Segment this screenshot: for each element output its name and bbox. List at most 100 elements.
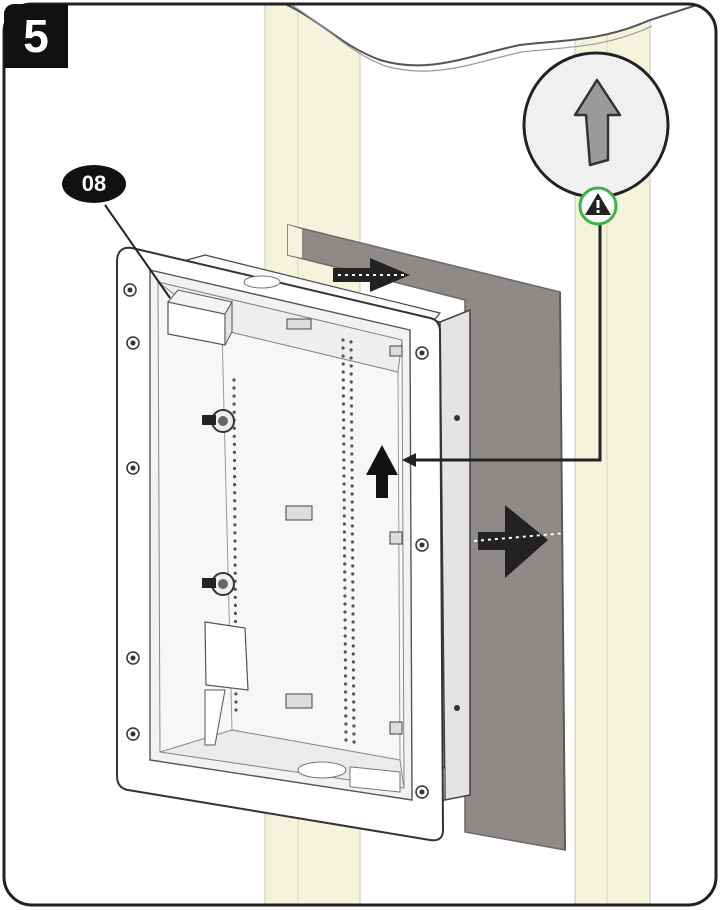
perforation-dot [344,722,348,726]
perforation-dot [352,732,356,736]
perforation-dot [342,418,346,422]
perforation-dot [349,364,353,368]
perforation-dot [234,708,238,712]
perforation-dot [233,603,237,608]
perforation-dot [342,498,346,502]
perforation-dot [344,730,348,734]
perforation-dot [233,507,237,511]
perforation-dot [351,644,355,648]
perforation-dot [344,706,348,710]
perforation-dot [351,572,355,576]
perforation-dot [349,388,353,392]
perforation-dot [232,410,236,414]
perforation-dot [233,491,237,495]
perforation-dot [344,698,348,702]
perforation-dot [343,610,347,614]
perforation-dot [350,460,354,464]
perforation-dot [343,586,347,590]
perforation-dot [350,476,354,480]
perforation-dot [342,466,346,470]
perforation-dot [343,546,347,550]
perforation-dot [343,594,347,598]
perforation-dot [232,426,236,430]
perforation-dot [352,708,356,712]
callout-08: 08 [62,165,126,203]
perforation-dot [344,690,348,694]
perforation-dot [351,580,355,584]
perforation-dot [342,482,346,486]
detail-leader-line [412,222,602,462]
perforation-dot [343,650,347,654]
standoff-screw [202,572,235,596]
perforation-dot [342,506,346,510]
slide-arrow-icon [333,258,410,292]
perforation-dot [343,658,347,662]
perforation-dot [343,666,348,670]
perforation-dot [351,620,355,624]
perforation-dot [341,378,345,382]
perforation-dot [233,547,237,551]
wall-background [4,4,716,905]
perforation-dot [342,538,347,542]
up-arrow-icon [366,445,398,498]
perforation-dot [351,612,355,616]
perforation-dot [352,740,356,744]
perforation-dot [351,588,355,592]
perforation-dot [350,444,354,448]
perforation-dot [343,634,347,638]
perforation-dot [343,562,347,566]
recessed-enclosure [116,246,471,842]
perforation-dot [349,372,353,376]
perforation-dot [351,604,355,608]
perforation-dot [341,402,346,406]
perforation-dot [342,434,346,438]
perforation-dot [349,356,353,360]
perforation-dot [351,548,355,552]
perforation-dot [341,394,345,398]
perforation-dot [350,524,354,528]
step-number-badge: 5 [4,4,68,68]
perforation-dot [343,626,347,630]
perforation-dot [351,596,355,600]
perforation-dot [232,466,237,471]
perforation-dot [352,724,356,728]
perforation-dot [232,450,236,454]
perforation-dot [233,475,237,479]
perforation-dot [343,618,347,622]
perforation-dot [344,738,348,742]
perforation-dot [343,554,347,558]
perforation-dot [234,692,238,696]
perforation-dot [352,716,356,720]
perforation-dot [341,354,345,358]
perforation-dot [232,394,236,398]
perforation-dot [351,556,355,560]
perforation-dot [234,700,238,704]
perforation-dot [352,692,356,696]
perforation-dot [233,523,237,527]
push-arrow-icon [473,505,567,578]
perforation-dot [233,619,238,624]
drywall-torn-edge [284,4,701,67]
perforation-dot [352,684,356,688]
perforation-dot [343,602,347,606]
perforation-dot [349,340,353,344]
perforation-dot [349,348,353,352]
perforation-dot [344,682,348,686]
perforation-dot [341,370,345,374]
perforation-dot [350,492,354,496]
perforation-dot [350,516,354,520]
perforation-dot [233,563,237,567]
perforation-dot [232,458,237,463]
perforation-dot [233,611,237,616]
perforation-dot [343,674,348,678]
perforation-dot [351,636,355,640]
perforation-dot [233,483,237,487]
perforation-dot [232,402,236,406]
perforation-dot [351,668,356,672]
perforation-dot [233,515,237,519]
standoff-screw [202,409,235,433]
perforation-dot [233,531,237,535]
perforation-dot [342,522,346,526]
